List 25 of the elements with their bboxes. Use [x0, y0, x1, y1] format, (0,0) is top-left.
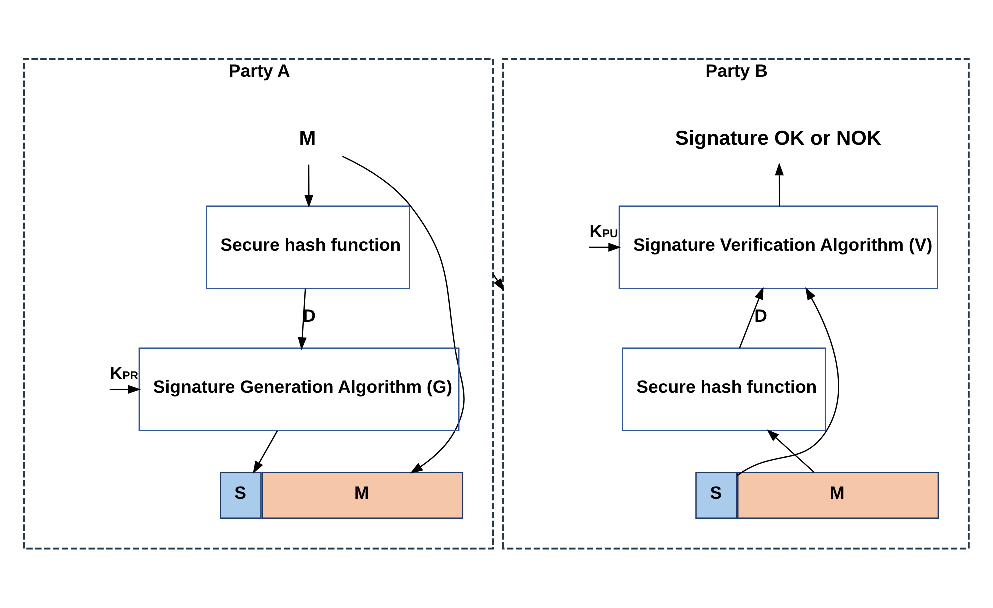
node-box: Signature Generation Algorithm (G) — [138, 348, 460, 432]
node-text: M — [299, 128, 316, 150]
arrow — [110, 385, 142, 394]
node-box: Signature Verification Algorithm (V) — [618, 206, 938, 290]
arrow — [589, 243, 622, 252]
arrow — [492, 274, 505, 292]
edge-label: KPR — [110, 364, 139, 384]
node-box: S — [220, 472, 262, 519]
arrow — [736, 287, 840, 476]
node-box: S — [696, 472, 738, 519]
node-box: M — [262, 472, 464, 519]
edge-label: D — [303, 306, 316, 326]
node-text: Signature OK or NOK — [675, 128, 882, 150]
arrow — [342, 156, 465, 474]
node-box: Secure hash function — [206, 206, 410, 290]
edge-label: KPU — [590, 222, 618, 242]
edge-label: D — [754, 306, 768, 326]
arrow — [775, 162, 784, 206]
arrow — [253, 430, 278, 474]
arrow — [766, 430, 815, 474]
node-box: Secure hash function — [622, 348, 826, 432]
node-box: M — [737, 472, 940, 519]
arrow — [739, 287, 764, 349]
arrow — [298, 288, 307, 350]
arrow — [304, 164, 314, 208]
